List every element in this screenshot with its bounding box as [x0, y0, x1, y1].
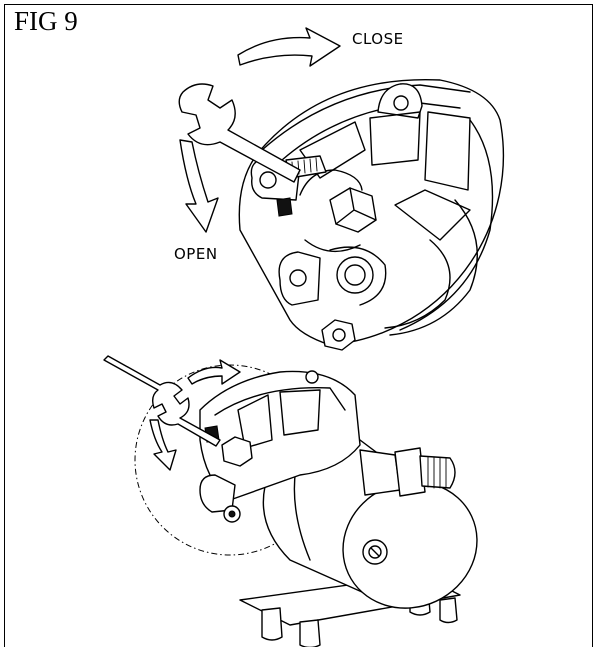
pump-view — [103, 355, 478, 647]
open-arrow-icon — [179, 139, 219, 233]
pump-head-rim — [214, 387, 346, 416]
pump-head-top-ear — [305, 370, 319, 384]
motor-end-screw-slot — [370, 547, 380, 557]
close-arrow-icon — [237, 27, 341, 67]
pump-wrench-icon — [103, 355, 221, 447]
motor-end-screw — [368, 545, 382, 559]
open-direction-label: OPEN — [174, 245, 218, 263]
housing-window-3 — [424, 111, 471, 191]
pump-lower-ear — [199, 474, 236, 513]
pump-head-window-1 — [237, 394, 273, 449]
pump-head-window-2 — [279, 389, 321, 436]
bolt-hex-facets — [335, 187, 377, 225]
housing-window-4 — [394, 189, 471, 241]
lower-nut-hole — [332, 328, 346, 342]
left-ear-hole — [259, 171, 277, 189]
housing-window-2 — [369, 111, 421, 166]
top-ear-hole — [393, 95, 409, 111]
lower-nut — [321, 319, 356, 351]
wrench-icon — [178, 83, 301, 183]
figure-frame — [4, 4, 593, 647]
motor-face-arc-2 — [389, 199, 478, 336]
pump-lower-nut-hole — [228, 510, 236, 518]
figure-title: FIG 9 — [14, 6, 78, 36]
pump-adjusting-bolt — [221, 436, 253, 467]
lower-ear-hole — [289, 269, 307, 287]
inner-boss — [336, 256, 374, 294]
outlet-thread-lines — [427, 456, 447, 489]
scale-marker — [276, 197, 293, 217]
inner-boss-core — [344, 264, 366, 286]
motor-end-boss — [362, 539, 388, 565]
outlet-nut — [394, 447, 426, 497]
inner-housing-curve — [329, 246, 387, 306]
valve-body-top — [299, 169, 363, 196]
motor-face-arc-3 — [384, 239, 451, 329]
motor-face-arc-1 — [399, 119, 494, 331]
detail-view — [178, 27, 505, 351]
pump-open-arrow-icon — [149, 419, 177, 471]
foot-4 — [439, 597, 458, 624]
pump-close-arrow-icon — [187, 359, 241, 385]
close-direction-label: CLOSE — [352, 30, 404, 48]
outlet-body — [359, 449, 401, 496]
foot-2 — [299, 619, 321, 647]
foot-1 — [261, 607, 283, 641]
outlet-thread — [419, 455, 456, 489]
